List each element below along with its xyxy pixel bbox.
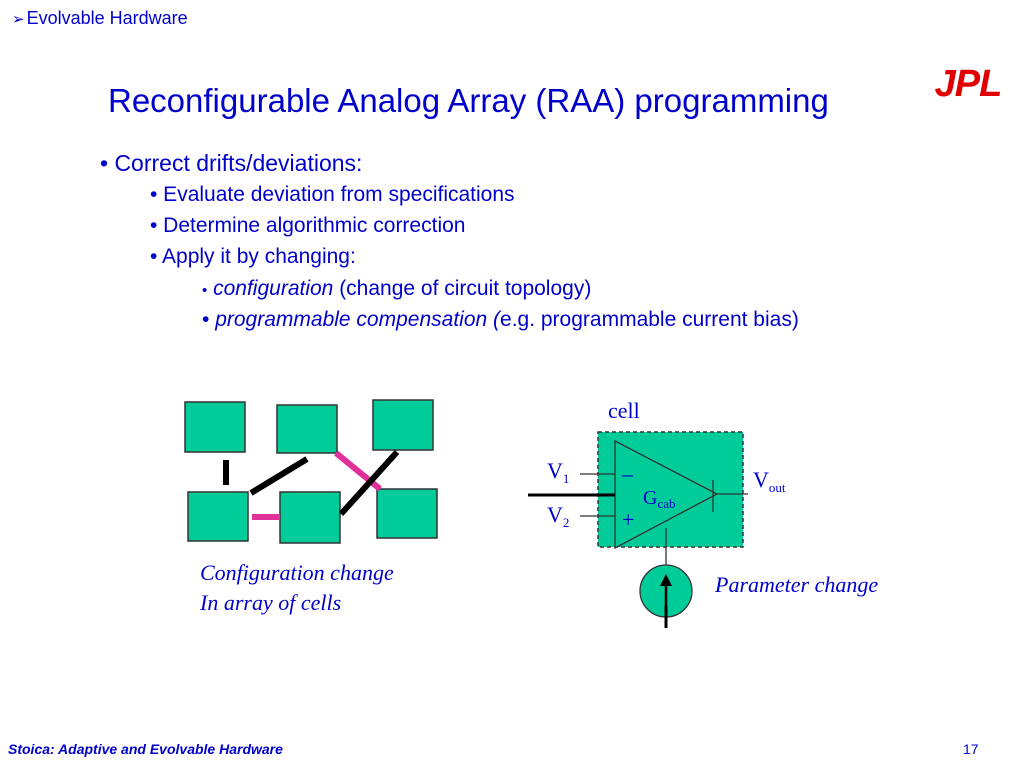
config-links — [223, 449, 400, 520]
connection-black — [249, 456, 309, 496]
cell-array — [184, 399, 438, 544]
caption-line-2: In array of cells — [200, 590, 342, 615]
arrow-bullet-icon: ➢ — [12, 11, 25, 28]
connection-pink — [334, 450, 382, 492]
array-cell — [279, 491, 341, 544]
logo-text: JPL — [935, 63, 1002, 102]
sub-bullet-dot: • — [202, 308, 210, 331]
v2-label: V2 — [547, 502, 569, 530]
connection-black — [338, 449, 400, 517]
configuration-term: configuration — [213, 277, 334, 300]
minus-sign: – — [621, 461, 634, 486]
slide-header: ➢Evolvable Hardware — [12, 8, 188, 29]
page-number: 17 — [963, 741, 979, 757]
bullet-apply-changing: • Apply it by changing: — [150, 245, 356, 268]
cell-label: cell — [608, 398, 640, 423]
current-arrow-head-icon — [660, 574, 672, 586]
bullet-configuration: • configuration (change of circuit topol… — [202, 277, 591, 301]
programmable-compensation-term: programmable compensation ( — [215, 308, 501, 331]
gcab-label: Gcab — [643, 487, 676, 511]
plus-sign: + — [622, 507, 634, 532]
caption-line-1: Configuration change — [200, 560, 394, 585]
array-cell — [372, 399, 434, 451]
configuration-caption: Configuration change In array of cells — [200, 558, 394, 618]
programmable-compensation-desc: e.g. programmable current bias) — [500, 308, 799, 331]
jpl-logo: JPL — [935, 63, 1003, 102]
array-cell — [376, 488, 438, 539]
slide-footer: Stoica: Adaptive and Evolvable Hardware — [8, 741, 283, 757]
vout-label: Vout — [753, 467, 786, 495]
array-cell — [187, 491, 249, 542]
bullet-programmable-compensation: • programmable compensation (e.g. progra… — [202, 308, 799, 332]
bullet-evaluate-deviation: • Evaluate deviation from specifications — [150, 183, 515, 206]
v1-label: V1 — [547, 458, 569, 486]
array-cell — [276, 404, 338, 454]
sub-bullet-dot: • — [202, 282, 208, 299]
slide-title: Reconfigurable Analog Array (RAA) progra… — [108, 82, 829, 119]
header-label: Evolvable Hardware — [26, 8, 188, 28]
configuration-desc: (change of circuit topology) — [333, 277, 592, 300]
array-cell — [184, 401, 246, 453]
parameter-change-caption: Parameter change — [715, 572, 879, 597]
bullet-correct-drifts: • Correct drifts/deviations: — [100, 150, 363, 176]
bullet-determine-correction: • Determine algorithmic correction — [150, 214, 466, 237]
